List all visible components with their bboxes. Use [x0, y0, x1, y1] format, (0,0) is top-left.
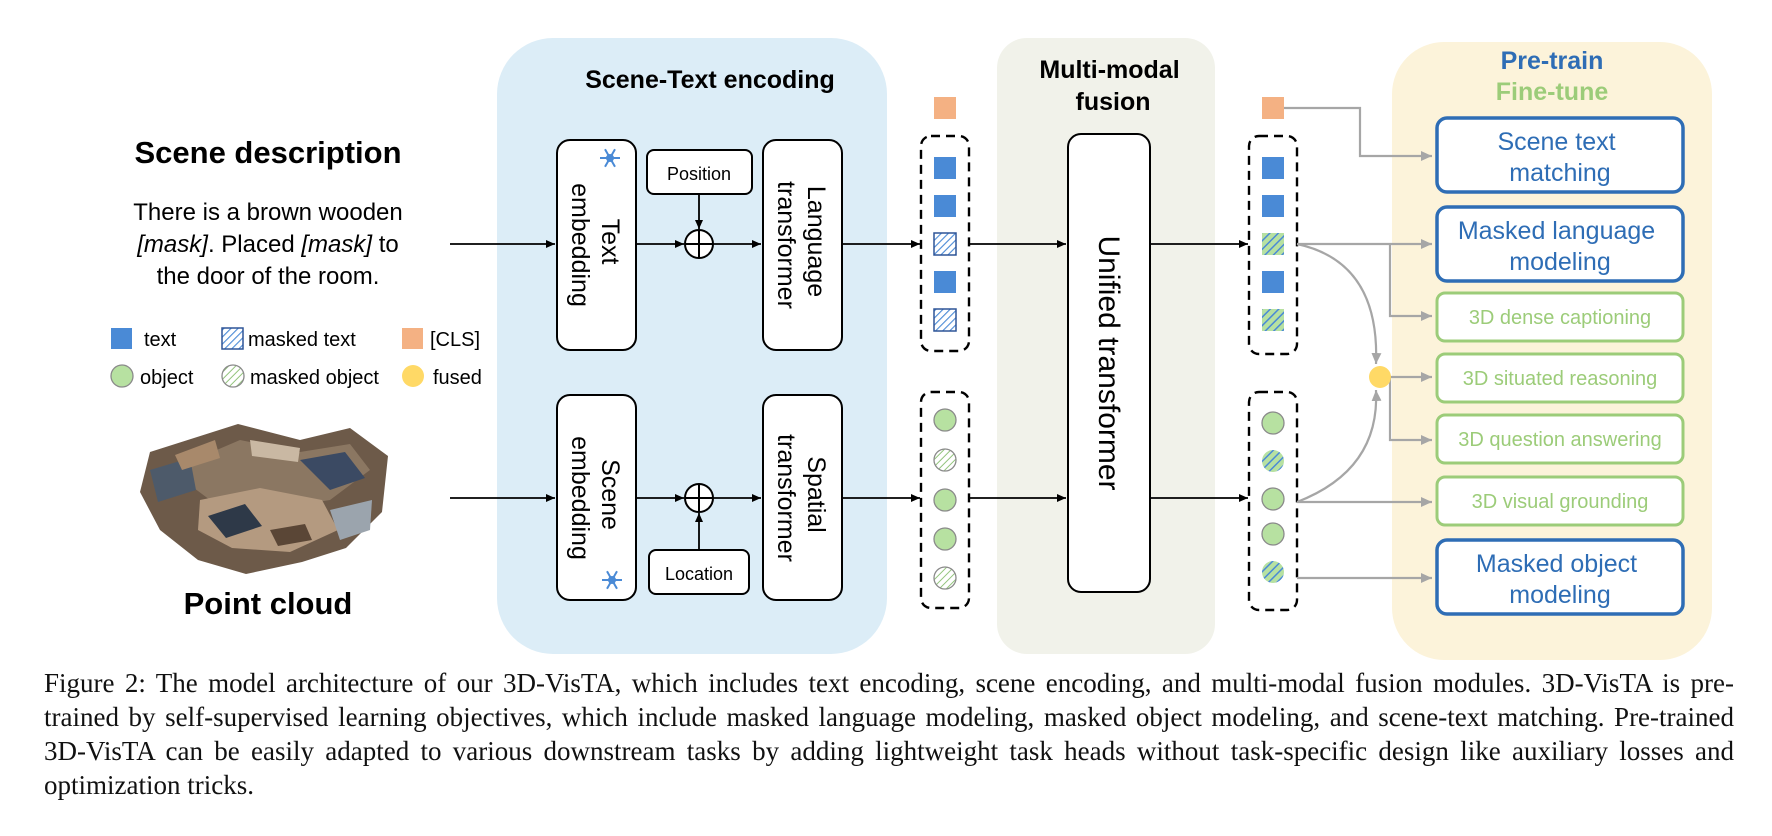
text-token-group: [919, 134, 971, 353]
scene-description-line1: There is a brown wooden: [133, 199, 402, 226]
task-scene-text-matching: Scene text matching: [1435, 116, 1685, 194]
text-embedding-box: [556, 139, 637, 351]
object-token-group: [919, 390, 971, 610]
legend-object-label: object: [140, 367, 194, 389]
legend-cls-label: [CLS]: [430, 329, 480, 351]
scene-description-line2: [mask]. Placed [mask] to: [136, 231, 398, 258]
masked-object-token: [933, 566, 957, 590]
language-transformer-label: Language transformer: [772, 181, 830, 309]
language-transformer-box: [762, 139, 843, 351]
fused-masked-text-token: [1262, 309, 1284, 331]
task-3d-visual-grounding: 3D visual grounding: [1435, 475, 1685, 527]
text-token: [1262, 271, 1284, 293]
legend-fused-label: fused: [433, 367, 482, 389]
task-3d-situated-reasoning: 3D situated reasoning: [1435, 352, 1685, 404]
masked-text-token: [933, 308, 957, 332]
legend-cls-swatch: [402, 328, 423, 349]
task-3d-question-answering: 3D question answering: [1435, 413, 1685, 465]
masked-object-token: [933, 448, 957, 472]
text-token: [934, 271, 956, 293]
object-token: [1261, 522, 1285, 546]
text-token: [934, 157, 956, 179]
object-token: [1261, 411, 1285, 435]
cls-token: [934, 97, 956, 119]
fusion-title: Multi-modal fusion: [1039, 56, 1186, 116]
object-token: [1261, 487, 1285, 511]
architecture-diagram: Scene description There is a brown woode…: [110, 38, 1712, 660]
legend-fused-swatch: [402, 365, 424, 387]
text-token: [934, 195, 956, 217]
svg-text:3D visual grounding: 3D visual grounding: [1472, 491, 1649, 513]
scene-embedding-label: Scene embedding: [566, 436, 624, 560]
fused-node: [1369, 366, 1391, 388]
object-token: [933, 408, 957, 432]
position-label: Position: [667, 164, 731, 184]
spatial-transformer-label: Spatial transformer: [772, 434, 830, 562]
task-head-arrows: [1284, 106, 1432, 583]
svg-text:3D question answering: 3D question answering: [1458, 429, 1661, 451]
scene-description-line3: the door of the room.: [157, 263, 380, 290]
fused-masked-text-token: [1262, 233, 1284, 255]
figure-caption: Figure 2: The model architecture of our …: [44, 668, 1734, 800]
finetune-title: Fine-tune: [1496, 78, 1609, 106]
task-masked-language-modeling: Masked language modeling: [1435, 205, 1685, 283]
location-label: Location: [665, 564, 733, 584]
text-token: [1262, 157, 1284, 179]
unified-transformer-box: [1067, 133, 1151, 593]
svg-text:3D dense captioning: 3D dense captioning: [1469, 307, 1651, 329]
point-cloud-image: [140, 424, 388, 574]
object-token: [933, 488, 957, 512]
masked-text-token: [933, 232, 957, 256]
unified-transformer-label: Unified transformer: [1092, 235, 1125, 490]
text-token: [1262, 195, 1284, 217]
svg-text:3D situated reasoning: 3D situated reasoning: [1463, 368, 1658, 390]
svg-text:Scene text matching: Scene text matching: [1497, 128, 1622, 187]
legend-object-swatch: [110, 364, 134, 388]
legend: text masked text [CLS] object masked obj…: [110, 327, 482, 389]
task-3d-dense-captioning: 3D dense captioning: [1435, 291, 1685, 343]
fused-masked-object-token: [1262, 450, 1284, 472]
scene-description-title: Scene description: [134, 135, 401, 170]
add-operator-text: [684, 229, 714, 259]
legend-masked-text-label: masked text: [248, 329, 356, 351]
encoding-title: Scene-Text encoding: [585, 66, 835, 94]
legend-masked-object-swatch: [221, 364, 245, 388]
flow-arrows: [450, 194, 1248, 550]
pretrain-title: Pre-train: [1501, 47, 1604, 75]
legend-masked-object-label: masked object: [250, 367, 379, 389]
task-masked-object-modeling: Masked object modeling: [1435, 538, 1685, 616]
fused-masked-object-token: [1262, 561, 1284, 583]
point-cloud-title: Point cloud: [184, 586, 353, 621]
frozen-snowflake-icon: [600, 148, 620, 168]
frozen-snowflake-icon: [602, 570, 622, 590]
fused-cls-token: [1262, 97, 1284, 119]
text-embedding-label: Text embedding: [566, 183, 624, 307]
legend-text-label: text: [144, 329, 177, 351]
svg-text:Masked object modeling: Masked object modeling: [1476, 550, 1644, 609]
legend-text-swatch: [111, 328, 132, 349]
add-operator-scene: [684, 483, 714, 513]
svg-text:Masked language modeling: Masked language modeling: [1458, 217, 1662, 276]
object-token: [933, 527, 957, 551]
legend-masked-text-swatch: [221, 327, 244, 350]
